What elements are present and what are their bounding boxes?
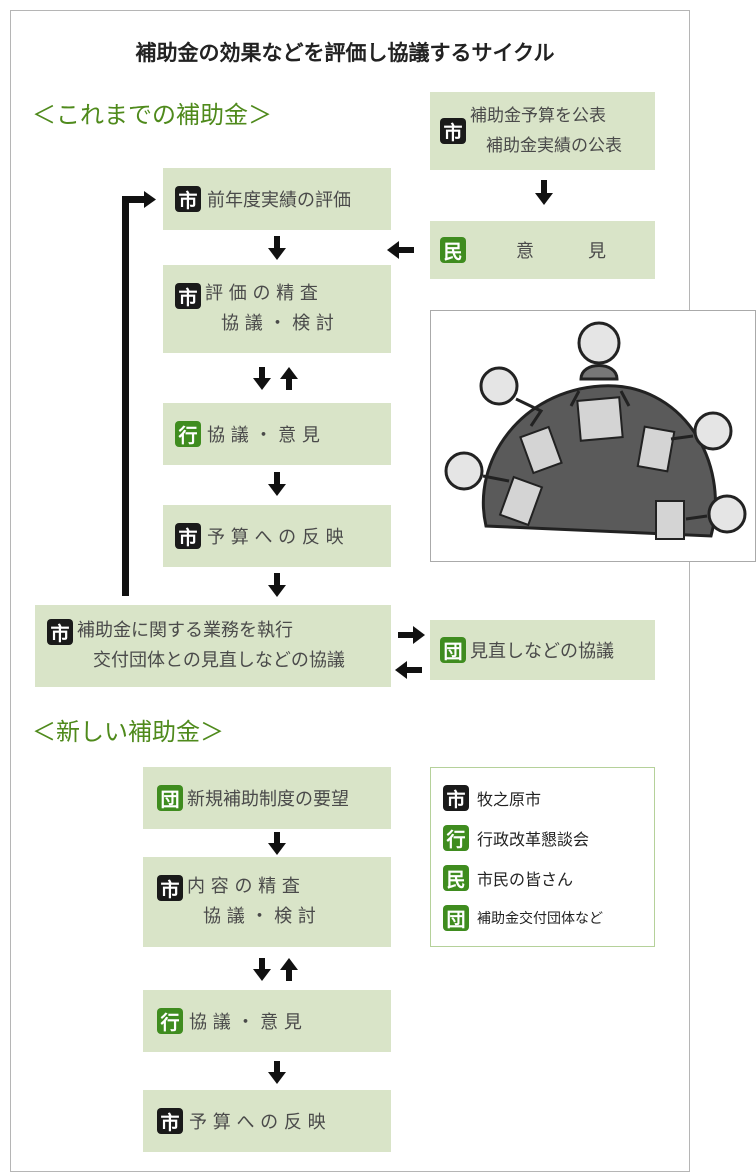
city-icon: 市	[175, 186, 201, 212]
box-budget: 市 予 算 へ の 反 映	[163, 505, 391, 567]
arrow-down-icon	[535, 180, 553, 205]
arrow-down-icon	[268, 472, 286, 496]
city-icon: 市	[443, 785, 469, 811]
group-review-label: 見直しなどの協議	[470, 641, 614, 662]
arrow-down-icon	[268, 236, 286, 260]
legend-label-city: 牧之原市	[477, 790, 542, 809]
city-icon: 市	[157, 1108, 183, 1134]
box-group-review: 団 見直しなどの協議	[430, 620, 655, 680]
group-icon: 団	[443, 905, 469, 931]
scrutinize-line-2: 協 議 ・ 検 討	[221, 313, 334, 334]
section-new: ＜新しい補助金＞	[32, 718, 224, 746]
execute-line-2: 交付団体との見直しなどの協議	[93, 650, 345, 671]
box-new-council-opinion: 行 協 議 ・ 意 見	[143, 990, 391, 1052]
legend-label-citizen: 市民の皆さん	[477, 870, 574, 889]
citizen-icon: 民	[443, 865, 469, 891]
legend-item-city: 市 牧之原市	[443, 778, 654, 818]
arrow-down-icon	[268, 573, 286, 597]
meeting-table-icon	[444, 321, 747, 540]
legend-item-group: 団 補助金交付団体など	[443, 898, 654, 938]
box-new-request: 団 新規補助制度の要望	[143, 767, 391, 829]
council-icon: 行	[175, 421, 201, 447]
publish-line-1: 補助金予算を公表	[470, 106, 606, 126]
arrow-down-icon	[268, 1061, 286, 1084]
arrow-left-icon	[395, 661, 422, 679]
city-icon: 市	[47, 619, 73, 645]
city-icon: 市	[175, 283, 201, 309]
scrutinize-line-1: 評 価 の 精 査	[205, 283, 318, 304]
meeting-illustration	[430, 310, 756, 562]
arrow-left-icon	[387, 241, 414, 259]
new-request-label: 新規補助制度の要望	[187, 789, 349, 810]
arrow-up-icon	[280, 367, 298, 390]
box-evaluate: 市 前年度実績の評価	[163, 168, 391, 230]
box-new-scrutinize: 市 内 容 の 精 査 協 議 ・ 検 討	[143, 857, 391, 947]
citizen-icon: 民	[440, 237, 466, 263]
box-council-opinion: 行 協 議 ・ 意 見	[163, 403, 391, 465]
section-existing: ＜これまでの補助金＞	[32, 101, 272, 129]
execute-line-1: 補助金に関する業務を執行	[77, 620, 293, 641]
legend-label-group: 補助金交付団体など	[477, 911, 603, 927]
legend-label-council: 行政改革懇談会	[477, 830, 590, 849]
arrow-down-icon	[253, 367, 271, 390]
legend-item-citizen: 民 市民の皆さん	[443, 858, 654, 898]
budget-label: 予 算 へ の 反 映	[207, 527, 344, 548]
arrow-right-icon	[398, 626, 425, 644]
box-scrutinize: 市 評 価 の 精 査 協 議 ・ 検 討	[163, 265, 391, 353]
group-icon: 団	[157, 785, 183, 811]
city-icon: 市	[157, 875, 183, 901]
city-icon: 市	[175, 523, 201, 549]
new-scrutinize-line-2: 協 議 ・ 検 討	[203, 906, 316, 927]
council-opinion-label: 協 議 ・ 意 見	[207, 425, 320, 446]
new-council-opinion-label: 協 議 ・ 意 見	[189, 1012, 302, 1033]
box-citizen-opinion: 民 意 見	[430, 221, 655, 279]
box-execute: 市 補助金に関する業務を執行 交付団体との見直しなどの協議	[35, 605, 391, 687]
arrow-up-icon	[280, 958, 298, 981]
city-icon: 市	[440, 118, 466, 144]
group-icon: 団	[440, 637, 466, 663]
citizen-opinion-label: 意 見	[516, 241, 624, 262]
legend-item-council: 行 行政改革懇談会	[443, 818, 654, 858]
arrow-down-icon	[253, 958, 271, 981]
evaluate-label: 前年度実績の評価	[207, 190, 351, 211]
legend: 市 牧之原市 行 行政改革懇談会 民 市民の皆さん 団 補助金交付団体など	[430, 767, 655, 947]
diagram-title: 補助金の効果などを評価し協議するサイクル	[135, 41, 555, 65]
box-new-budget: 市 予 算 へ の 反 映	[143, 1090, 391, 1152]
council-icon: 行	[443, 825, 469, 851]
loop-arrow-icon	[122, 191, 156, 596]
arrow-down-icon	[268, 832, 286, 855]
publish-line-2: 補助金実績の公表	[486, 136, 622, 156]
box-publish: 市 補助金予算を公表 補助金実績の公表	[430, 92, 655, 170]
council-icon: 行	[157, 1008, 183, 1034]
new-budget-label: 予 算 へ の 反 映	[189, 1112, 326, 1133]
new-scrutinize-line-1: 内 容 の 精 査	[187, 876, 300, 897]
